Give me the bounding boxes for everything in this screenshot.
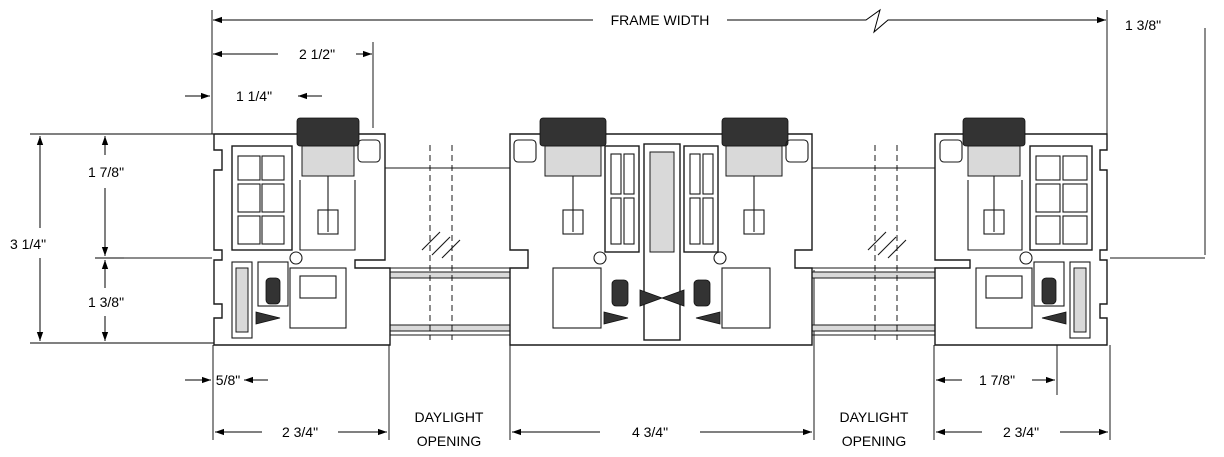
dim-top-right-1-3-8: 1 3/8": [1125, 17, 1161, 33]
left-frame-profile: [213, 117, 391, 346]
dim-2-1-2: 2 1/2": [299, 46, 335, 62]
daylight-opening-left-line2: OPENING: [417, 433, 482, 449]
center-mullion-profile: [509, 117, 813, 346]
glass-and-break-lines: [124, 145, 1205, 340]
daylight-opening-left-line1: DAYLIGHT: [415, 409, 484, 425]
dim-5-8: 5/8": [216, 372, 240, 388]
daylight-opening-right-line2: OPENING: [842, 433, 907, 449]
frame-width-label: FRAME WIDTH: [611, 12, 710, 28]
dim-1-1-4: 1 1/4": [236, 88, 272, 104]
dimension-labels: FRAME WIDTH 1 3/8" 2 1/2" 1 1/4" 3 1/4" …: [10, 12, 1161, 449]
right-frame-profile: [934, 117, 1108, 346]
dim-3-1-4: 3 1/4": [10, 236, 46, 252]
dim-2-3-4-left: 2 3/4": [282, 424, 318, 440]
dim-1-7-8-left: 1 7/8": [88, 164, 124, 180]
daylight-opening-right-line1: DAYLIGHT: [840, 409, 909, 425]
dimension-lines: [36, 8, 1108, 436]
dim-2-3-4-right: 2 3/4": [1003, 424, 1039, 440]
dim-4-3-4: 4 3/4": [632, 424, 668, 440]
dim-1-3-8-left: 1 3/8": [88, 294, 124, 310]
dim-1-7-8-right: 1 7/8": [979, 372, 1015, 388]
